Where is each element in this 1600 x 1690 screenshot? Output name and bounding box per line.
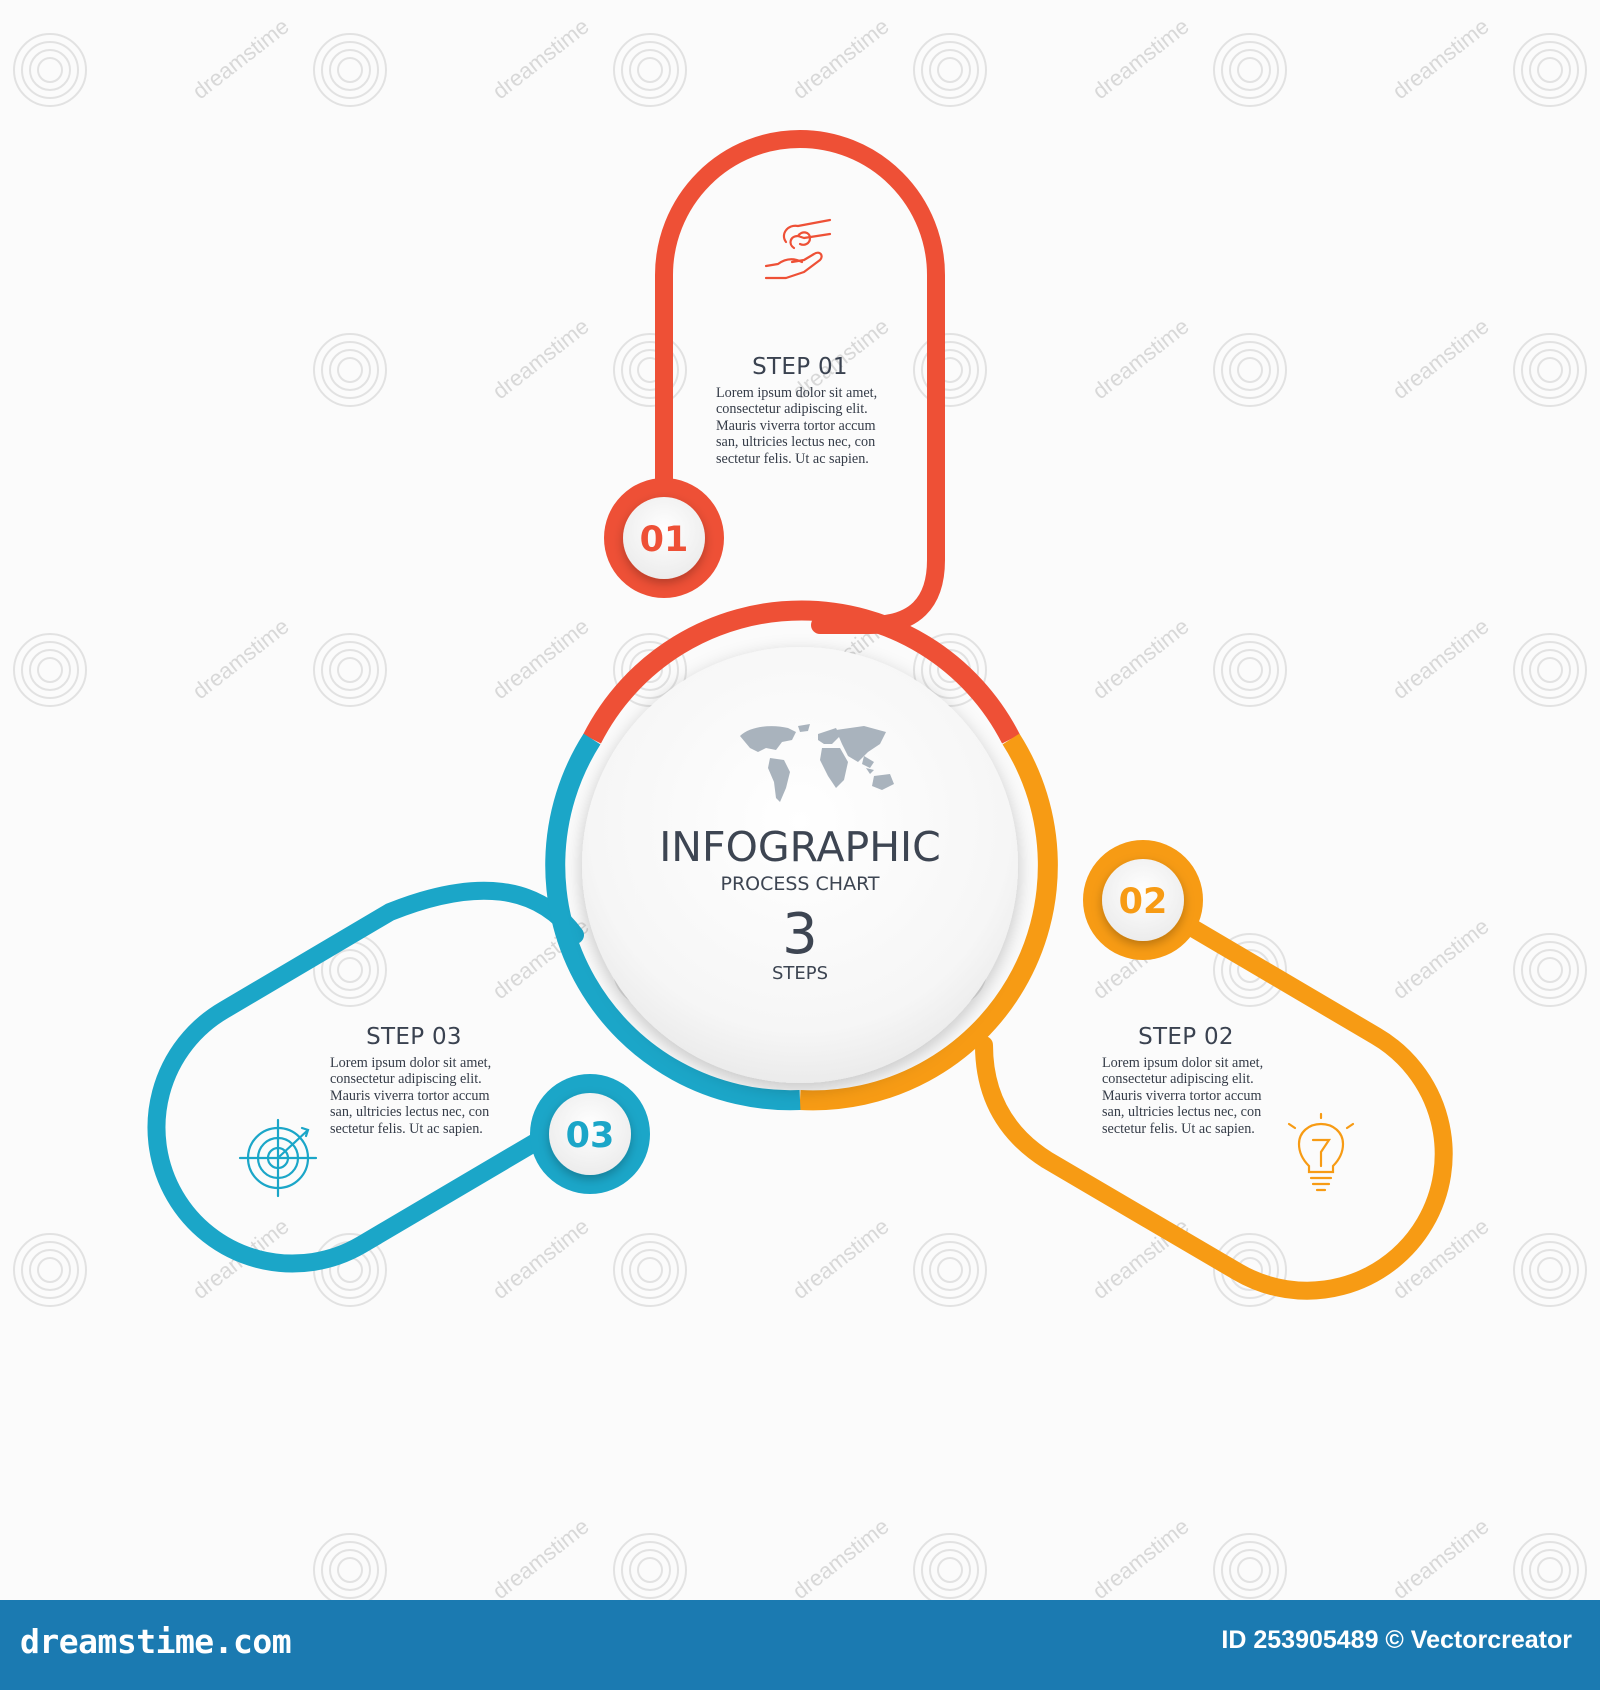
footer-image-id: ID 253905489 © Vectorcreator — [1221, 1626, 1572, 1654]
watermark-spiral-icon — [613, 33, 687, 107]
watermark-text: dreamstime — [1388, 613, 1494, 703]
watermark-spiral-icon — [1213, 333, 1287, 407]
center-title: INFOGRAPHIC — [659, 823, 941, 871]
watermark-text: dreamstime — [488, 613, 594, 703]
center-ring — [545, 600, 1058, 1111]
step-02-line-5: sectetur felis. Ut ac sapien. — [1102, 1121, 1255, 1137]
footer-bar: dreamstime.com ID 253905489 © Vectorcrea… — [0, 1600, 1600, 1690]
watermark-spiral-icon — [1213, 33, 1287, 107]
watermark-spiral-icon — [913, 33, 987, 107]
watermark-text: dreamstime — [788, 1213, 894, 1303]
watermark-spiral-icon — [913, 1533, 987, 1600]
watermark-text: dreamstime — [1388, 313, 1494, 403]
lightbulb-icon — [1287, 1112, 1355, 1192]
step-02-content: STEP 02 Lorem ipsum dolor sit amet, cons… — [1102, 1024, 1355, 1192]
watermark-spiral-icon — [1513, 33, 1587, 107]
watermark-spiral-icon — [1513, 1533, 1587, 1600]
watermark-text: dreamstime — [1088, 613, 1194, 703]
watermark-spiral-icon — [313, 1533, 387, 1600]
watermark-spiral-icon — [1513, 633, 1587, 707]
watermark-spiral-icon — [13, 1233, 87, 1307]
watermark-spiral-icon — [1513, 333, 1587, 407]
watermark-text: dreamstime — [188, 613, 294, 703]
step-01-line-5: sectetur felis. Ut ac sapien. — [716, 451, 869, 467]
watermark-text: dreamstime — [788, 13, 894, 103]
step-03-title: STEP 03 — [366, 1024, 462, 1050]
infographic-diagram: dreamstime dreamstime dreamstime dreamstime… — [13, 13, 1587, 1600]
watermark-text: dreamstime — [488, 13, 594, 103]
center-steps-label: STEPS — [772, 963, 828, 984]
watermark-spiral-icon — [313, 33, 387, 107]
world-map-icon — [740, 724, 894, 802]
watermark-spiral-icon — [613, 1533, 687, 1600]
step-03-badge: 03 — [530, 1074, 650, 1194]
hand-holding-icon — [764, 218, 832, 280]
watermark-text: dreamstime — [488, 1513, 594, 1600]
step-01-outline — [655, 130, 945, 634]
step-01-number: 01 — [640, 520, 689, 560]
watermark-spiral-icon — [1513, 1233, 1587, 1307]
watermark-spiral-icon — [613, 1233, 687, 1307]
watermark-spiral-icon — [913, 1233, 987, 1307]
target-icon — [238, 1118, 318, 1198]
step-01-title: STEP 01 — [752, 354, 848, 380]
step-02-outline — [975, 891, 1453, 1300]
center-subtitle: PROCESS CHART — [720, 873, 879, 895]
watermark-spiral-icon — [1213, 633, 1287, 707]
watermark-spiral-icon — [1213, 1533, 1287, 1600]
watermark-text: dreamstime — [1388, 913, 1494, 1003]
footer-logo: dreamstime.com — [20, 1622, 292, 1661]
watermark-text: dreamstime — [1088, 13, 1194, 103]
step-02-line-1: Lorem ipsum dolor sit amet, — [1102, 1055, 1263, 1071]
step-01-line-1: Lorem ipsum dolor sit amet, — [716, 385, 877, 401]
watermark-spiral-icon — [13, 633, 87, 707]
step-02-title: STEP 02 — [1138, 1024, 1234, 1050]
step-02-number: 02 — [1119, 882, 1168, 922]
step-03-outline — [147, 881, 599, 1273]
step-01-line-4: san, ultricies lectus nec, con — [716, 434, 875, 450]
watermark-text: dreamstime — [1088, 313, 1194, 403]
step-01-line-2: consectetur adipiscing elit. — [716, 401, 868, 417]
watermark-text: dreamstime — [488, 1213, 594, 1303]
step-03-line-3: Mauris viverra tortor accum — [330, 1088, 490, 1104]
step-03-content: STEP 03 Lorem ipsum dolor sit amet, cons… — [238, 1024, 491, 1198]
watermark-text: dreamstime — [1088, 1513, 1194, 1600]
watermark-spiral-icon — [913, 333, 987, 407]
step-03-line-5: sectetur felis. Ut ac sapien. — [330, 1121, 483, 1137]
step-03-number: 03 — [566, 1116, 615, 1156]
step-03-line-4: san, ultricies lectus nec, con — [330, 1104, 489, 1120]
step-03-line-1: Lorem ipsum dolor sit amet, — [330, 1055, 491, 1071]
step-02-badge: 02 — [1083, 840, 1203, 960]
step-02-line-4: san, ultricies lectus nec, con — [1102, 1104, 1261, 1120]
step-01-line-3: Mauris viverra tortor accum — [716, 418, 876, 434]
watermark-spiral-icon — [313, 633, 387, 707]
watermark-text: dreamstime — [488, 313, 594, 403]
watermark-spiral-icon — [613, 333, 687, 407]
center-number: 3 — [782, 902, 818, 967]
watermark-spiral-icon — [13, 33, 87, 107]
watermark-spiral-icon — [313, 333, 387, 407]
watermark-text: dreamstime — [788, 1513, 894, 1600]
step-01-content: STEP 01 Lorem ipsum dolor sit amet, cons… — [716, 218, 877, 467]
watermark-text: dreamstime — [188, 13, 294, 103]
step-03-line-2: consectetur adipiscing elit. — [330, 1071, 482, 1087]
watermark-text: dreamstime — [1388, 13, 1494, 103]
step-01-badge: 01 — [604, 478, 724, 598]
step-02-line-3: Mauris viverra tortor accum — [1102, 1088, 1262, 1104]
watermark-spiral-icon — [1513, 933, 1587, 1007]
center-disc — [582, 647, 1018, 1083]
step-02-line-2: consectetur adipiscing elit. — [1102, 1071, 1254, 1087]
watermark-text: dreamstime — [1388, 1513, 1494, 1600]
